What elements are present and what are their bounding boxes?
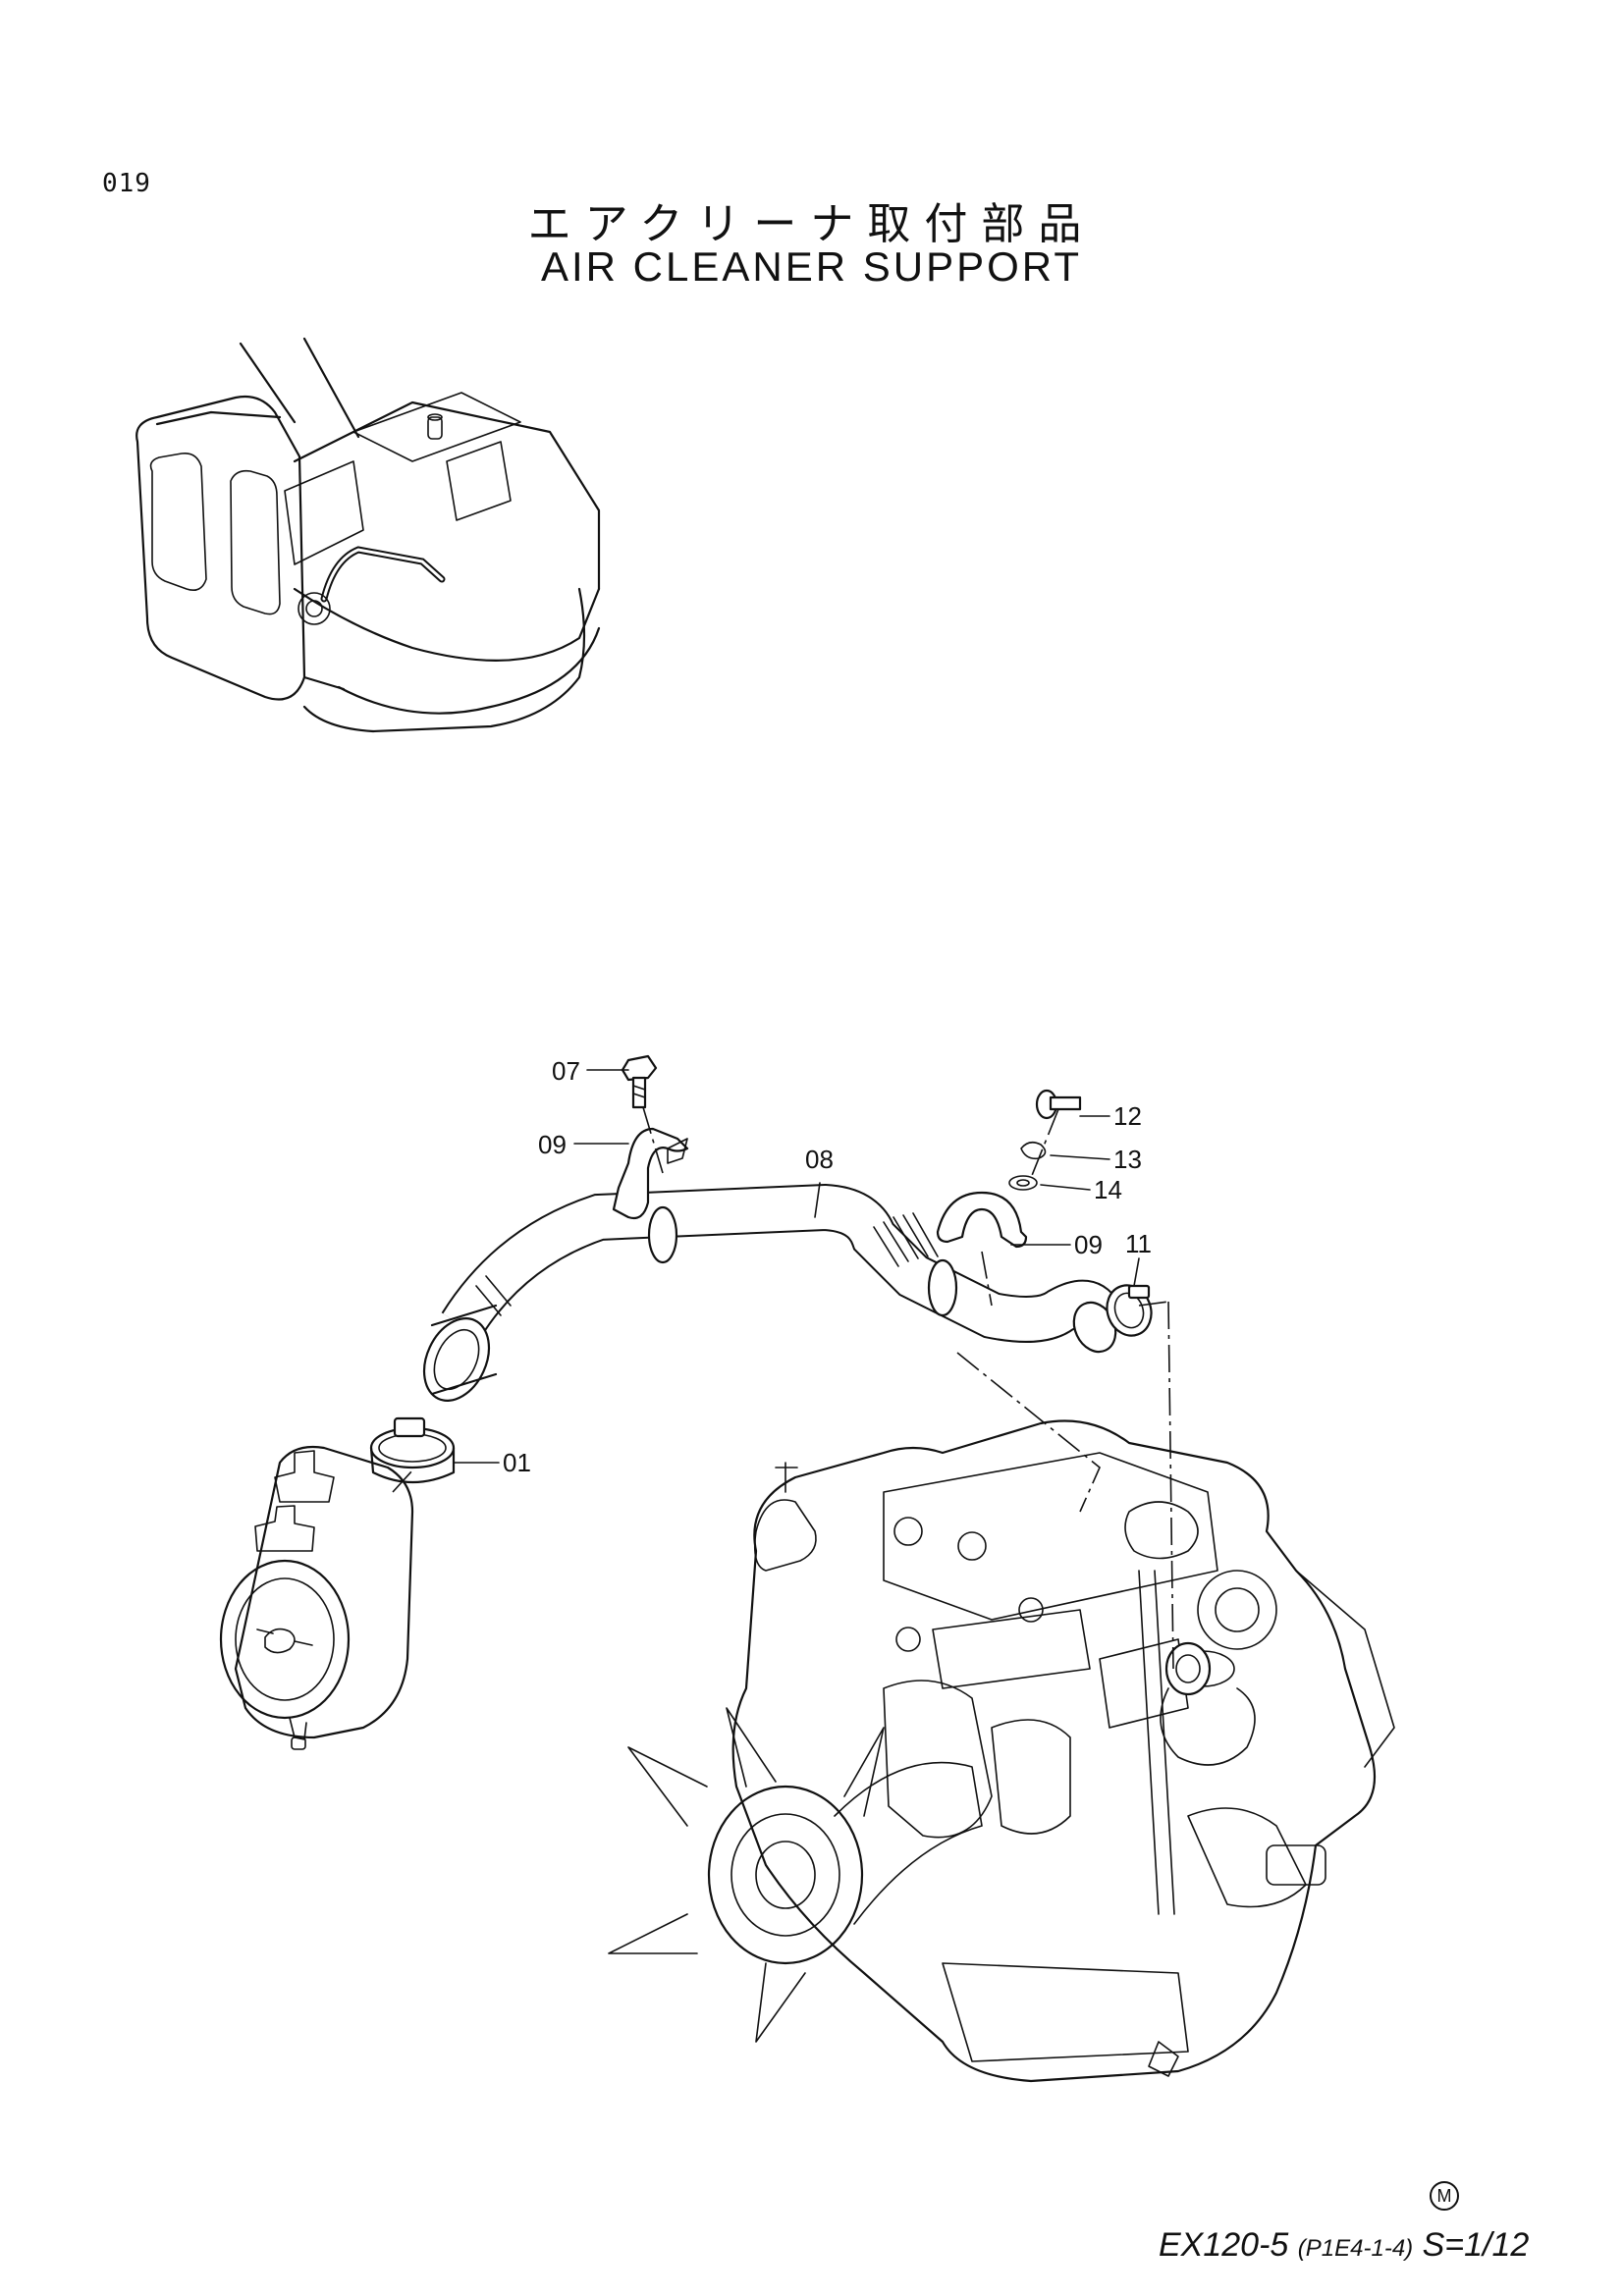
bolt-07 — [621, 1054, 658, 1109]
hose-clamp-11 — [1106, 1284, 1153, 1337]
engine-block — [608, 1419, 1395, 2083]
scale-label: S=1/12 — [1422, 2226, 1530, 2264]
callout-09-upper: 09 — [538, 1130, 567, 1159]
m-mark: M — [1430, 2181, 1459, 2211]
callout-07: 07 — [552, 1056, 580, 1086]
callout-11: 11 — [1125, 1229, 1152, 1258]
callout-12: 12 — [1113, 1101, 1142, 1131]
title-english: AIR CLEANER SUPPORT — [540, 243, 1082, 290]
title-japanese: エアクリーナ取付部品 — [527, 199, 1096, 249]
callout-13: 13 — [1113, 1145, 1142, 1174]
washer-13 — [1020, 1141, 1047, 1160]
hose-clamp-01 — [369, 1416, 456, 1484]
intake-hose — [422, 1183, 1121, 1402]
page-number: 019 — [102, 169, 151, 198]
excavator-overview — [135, 337, 601, 733]
air-cleaner — [219, 1445, 414, 1750]
bracket-09a — [612, 1127, 689, 1220]
callout-14: 14 — [1094, 1175, 1122, 1204]
model-name: EX120-5 — [1159, 2226, 1289, 2264]
page-code: (P1E4-1-4) — [1297, 2235, 1414, 2262]
bolt-12 — [1035, 1089, 1082, 1120]
callout-01: 01 — [503, 1448, 531, 1477]
bracket-09b — [936, 1191, 1028, 1249]
callout-09-lower: 09 — [1074, 1230, 1103, 1259]
washer-14 — [1008, 1175, 1038, 1191]
footer-model-line: EX120-5 (P1E4-1-4) S=1/12 — [1159, 2226, 1529, 2265]
callout-08: 08 — [805, 1145, 834, 1174]
